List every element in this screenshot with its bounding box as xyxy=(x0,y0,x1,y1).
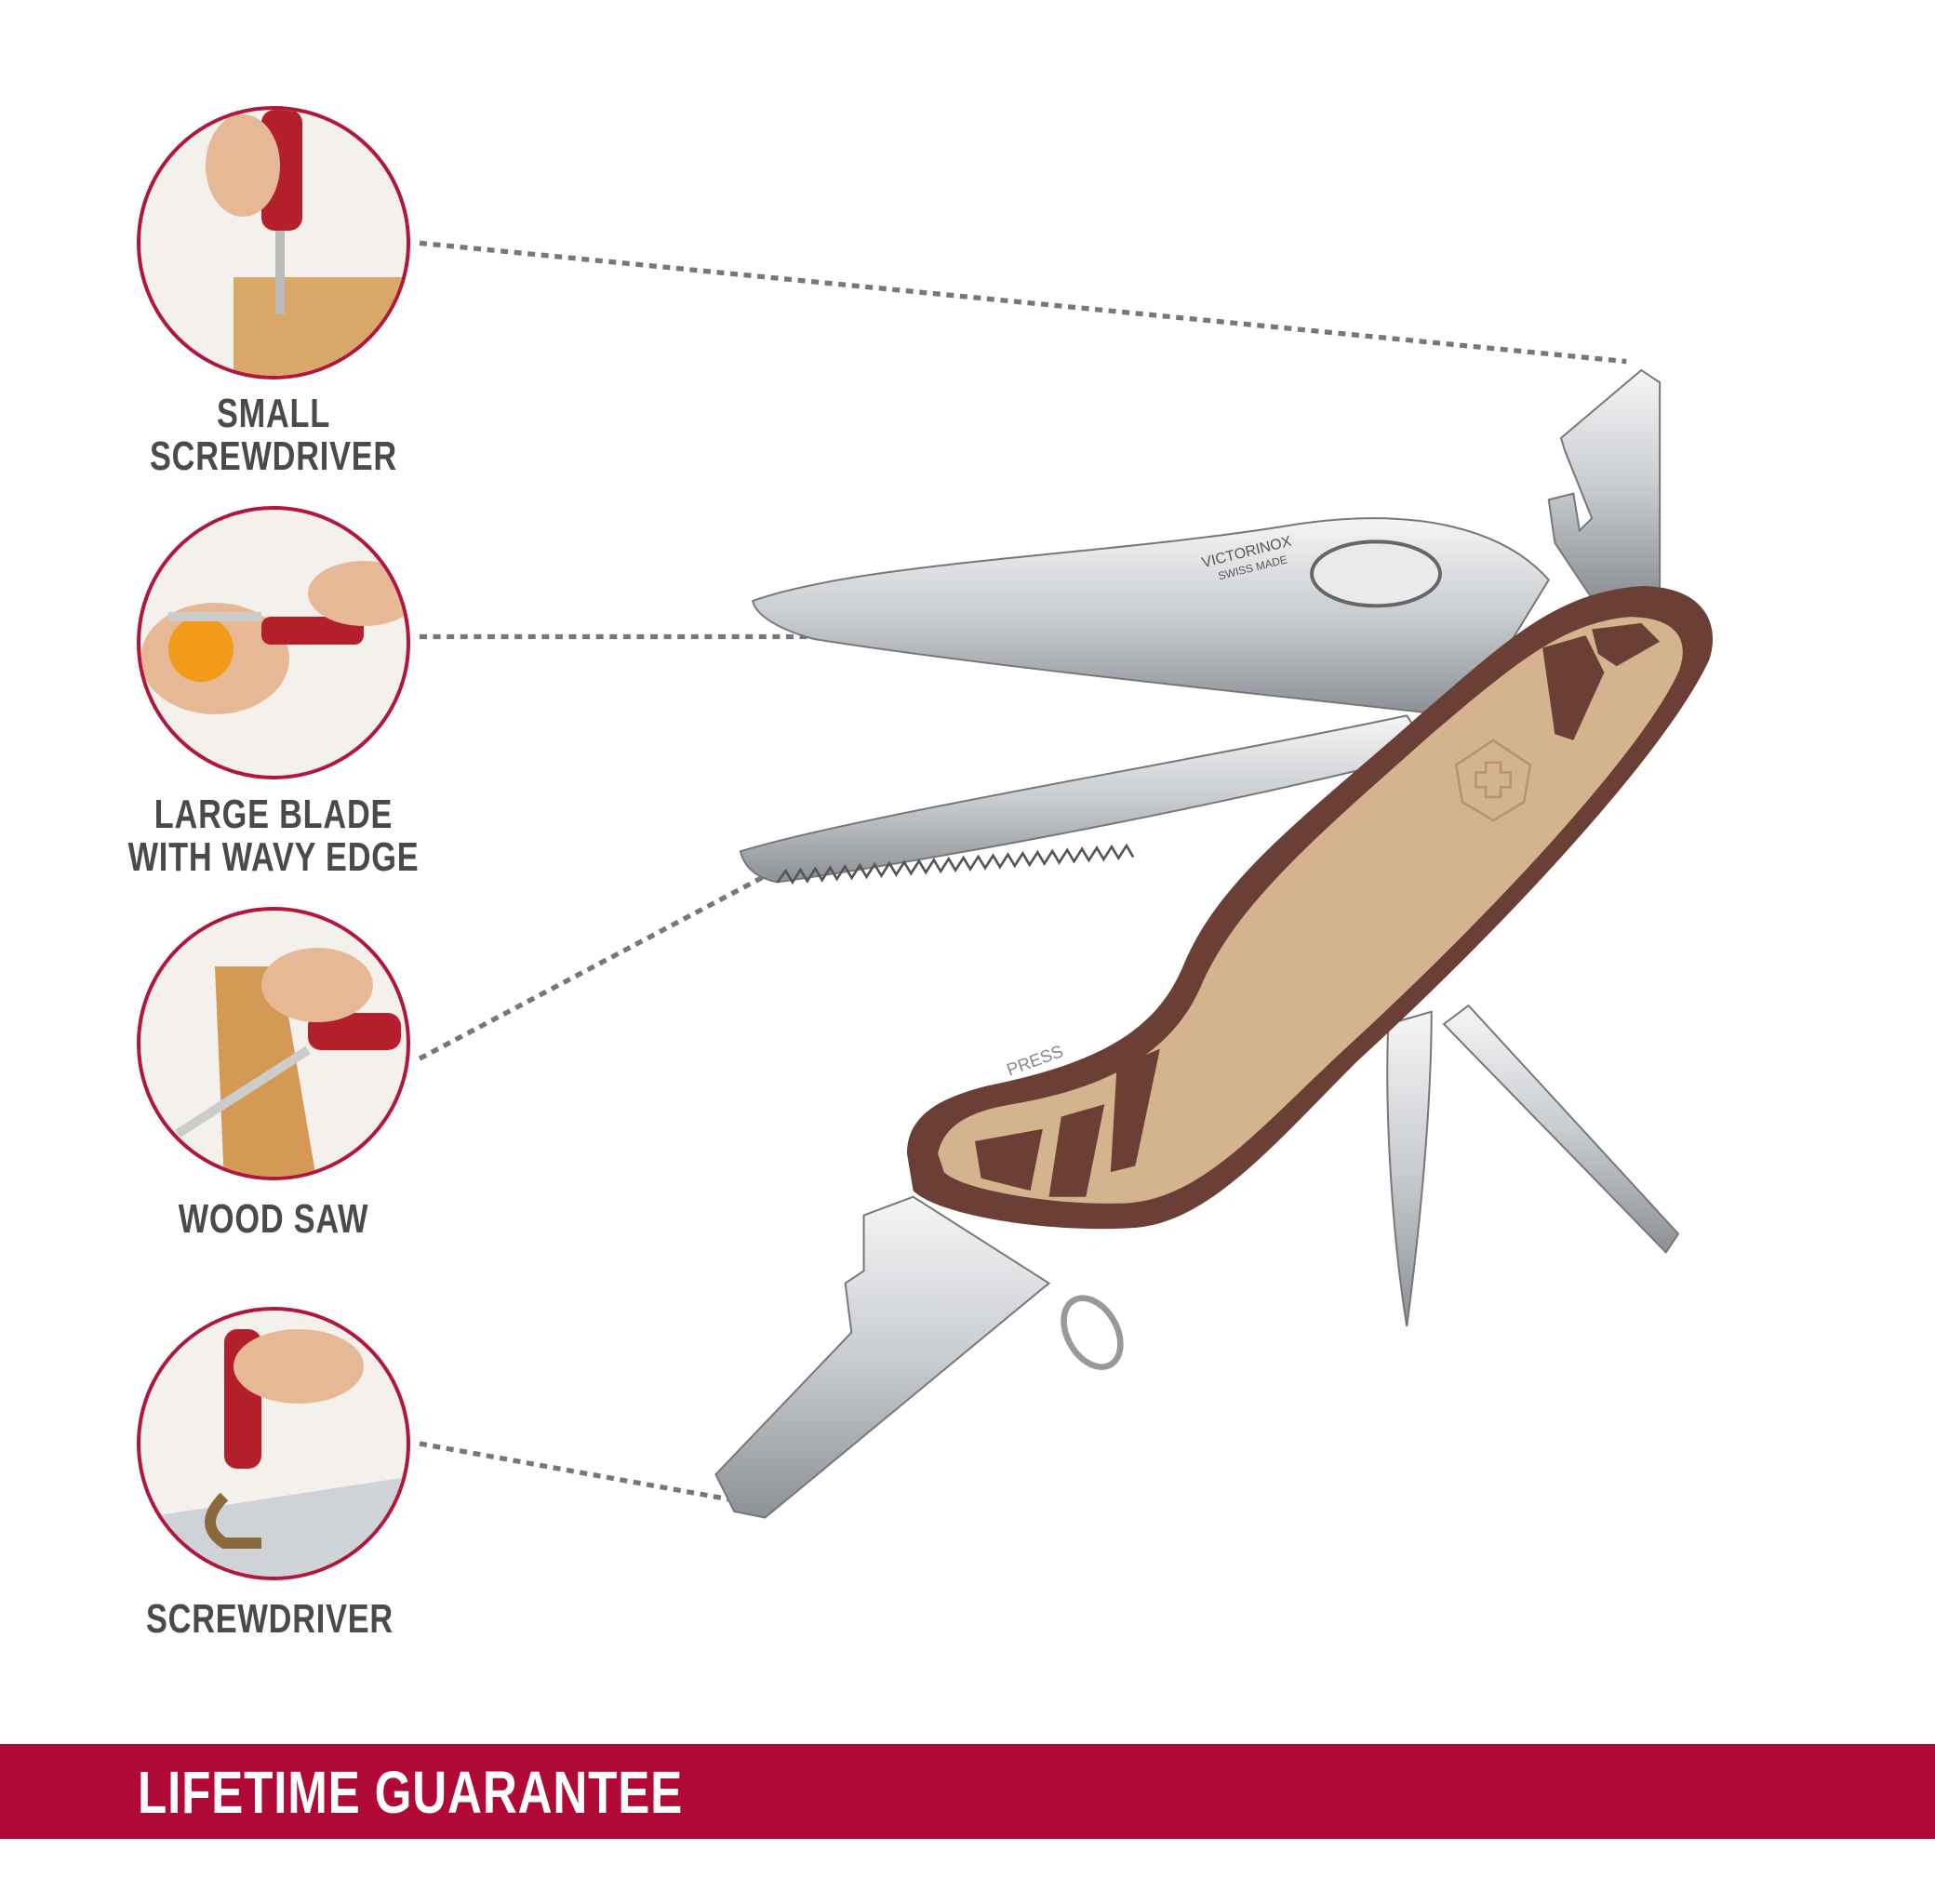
small-screwdriver-photo-icon xyxy=(206,110,407,376)
bottle-opener-tool xyxy=(1547,368,1661,600)
label-line: SCREWDRIVER xyxy=(149,433,398,479)
feature-label-small-screwdriver: SMALL SCREWDRIVER xyxy=(107,393,441,478)
key-ring xyxy=(1061,1295,1124,1370)
leader-line-screwdriver xyxy=(419,1441,729,1502)
feature-photo-small-screwdriver xyxy=(137,106,410,379)
feature-photo-screwdriver xyxy=(137,1307,410,1580)
large-blade-photo-icon xyxy=(140,561,407,714)
phillips-screwdriver-tool xyxy=(1442,1004,1680,1254)
handle-grip-stripe xyxy=(1542,635,1605,740)
feature-label-wood-saw: WOOD SAW xyxy=(107,1198,441,1241)
handle-grip-stripe xyxy=(974,1128,1043,1192)
banner-text: LIFETIME GUARANTEE xyxy=(138,1759,684,1826)
large-blade-tool xyxy=(752,517,1550,714)
handle-grip-stripe xyxy=(1592,622,1661,667)
label-line: WITH WAVY EDGE xyxy=(127,834,420,880)
blade-thumb-hole xyxy=(1310,539,1443,608)
feature-label-screwdriver: SCREWDRIVER xyxy=(103,1598,437,1641)
leader-line-small-screwdriver xyxy=(419,240,1627,365)
screwdriver-photo-icon xyxy=(142,1329,407,1577)
small-blade-tool xyxy=(1386,1010,1433,1327)
lifetime-guarantee-banner: LIFETIME GUARANTEE xyxy=(0,1744,1935,1839)
feature-photo-large-blade xyxy=(137,506,410,779)
label-line: SMALL xyxy=(216,391,331,436)
victorinox-shield-logo xyxy=(1454,739,1532,822)
leader-line-wood-saw xyxy=(418,873,767,1061)
label-line: LARGE BLADE xyxy=(153,792,394,837)
saw-teeth xyxy=(776,843,1135,885)
screwdriver-bottle-opener-tool xyxy=(714,1195,1051,1519)
feature-photo-wood-saw xyxy=(137,907,410,1180)
cross-icon xyxy=(1475,761,1512,799)
wood-saw-photo-icon xyxy=(175,948,401,1177)
label-line: WOOD SAW xyxy=(178,1196,369,1242)
feature-label-large-blade: LARGE BLADE WITH WAVY EDGE xyxy=(107,793,441,879)
handle-grip-stripe xyxy=(1110,1048,1160,1173)
label-line: SCREWDRIVER xyxy=(145,1596,394,1642)
